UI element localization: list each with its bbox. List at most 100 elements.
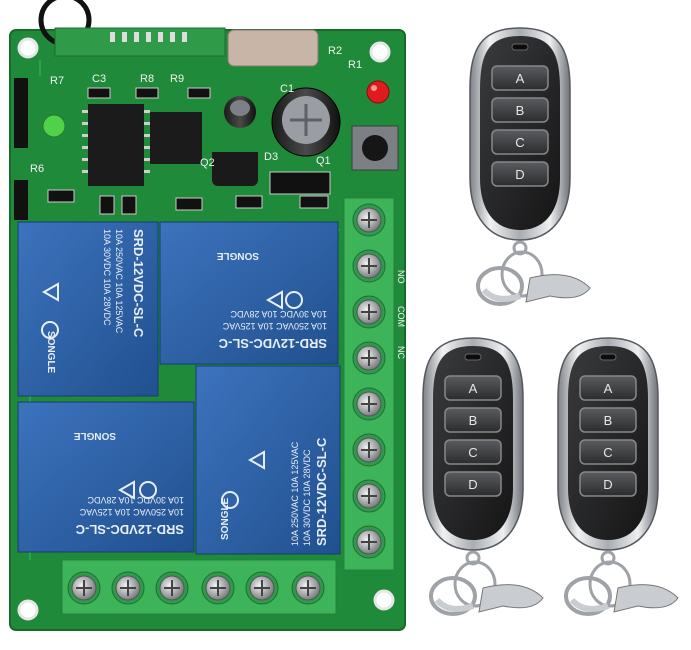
terminal-labels: NO COM NC	[396, 270, 406, 359]
terminal-label-nc: NC	[396, 346, 406, 359]
terminal-screw	[201, 571, 235, 605]
silk-q2: Q2	[200, 157, 215, 169]
terminal-screw	[291, 571, 325, 605]
remote-button-label: B	[604, 413, 613, 428]
remote-button-label: C	[468, 445, 477, 460]
remote-button-label: D	[603, 477, 612, 492]
keychain	[476, 250, 591, 306]
terminal-screw	[352, 525, 386, 559]
remote-button-a[interactable]: A	[491, 65, 549, 91]
remote-shell: A B C D	[557, 337, 679, 616]
terminal-screw	[352, 387, 386, 421]
mount-hole	[373, 589, 395, 611]
remote-button-c[interactable]: C	[444, 439, 502, 465]
remote-button-d[interactable]: D	[491, 161, 549, 187]
indicator-led	[511, 43, 529, 51]
relay-body	[17, 221, 159, 397]
remote-button-b[interactable]: B	[444, 407, 502, 433]
keychain	[429, 560, 544, 616]
relay-body	[159, 221, 339, 365]
relay-board: R7 C3 R8 R9 C1 R2 R1 R6 Q2 D3 Q1 SRD-12V…	[9, 0, 406, 631]
relay-rating: 10A 250VAC 10A 125VAC	[114, 229, 124, 334]
key-ring	[600, 550, 616, 566]
silk-r6: R6	[30, 163, 44, 175]
green-led	[42, 114, 66, 138]
silkscreen-labels: R7 C3 R8 R9 C1 R2 R1 R6 Q2 D3 Q1	[30, 45, 362, 175]
terminal-screw	[245, 571, 279, 605]
relay-model: SRD-12VDC-SL-C	[131, 229, 146, 338]
remote-button-label: A	[469, 381, 478, 396]
terminal-label-com: COM	[396, 306, 406, 327]
red-led	[366, 80, 390, 104]
red-led-highlight	[371, 85, 377, 91]
remote-button-c[interactable]: C	[491, 129, 549, 155]
rf-crystal	[227, 29, 319, 67]
silk-r9: R9	[170, 73, 184, 85]
remote-button-c[interactable]: C	[579, 439, 637, 465]
relay-4: SRD-12VDC-SL-C 10A 250VAC 10A 125VAC 10A…	[195, 365, 341, 555]
remote-button-label: D	[515, 167, 524, 182]
remote-button-b[interactable]: B	[579, 407, 637, 433]
relay-rating: 10A 30VDC 10A 28VDC	[230, 309, 327, 319]
relay-logos	[41, 282, 303, 509]
remote-2: A B CD	[422, 337, 544, 616]
remote-3: A B C D	[557, 337, 679, 616]
relay-body	[195, 365, 341, 555]
terminal-label-no: NO	[396, 270, 406, 284]
silk-c3: C3	[92, 73, 106, 85]
indicator-led	[599, 353, 617, 361]
small-capacitor-top	[230, 100, 250, 116]
relay-1: SRD-12VDC-SL-C 10A 250VAC 10A 125VAC 10A…	[17, 221, 159, 397]
remote-button-d[interactable]: D	[444, 471, 502, 497]
ic-pins	[82, 110, 150, 173]
terminal-screw	[67, 571, 101, 605]
relay-brand: SONGLE	[73, 430, 116, 441]
relay-model: SRD-12VDC-SL-C	[75, 522, 184, 537]
decoder-ic	[88, 104, 144, 186]
relay-rating: 10A 30VDC 10A 28VDC	[102, 229, 112, 326]
relay-brand: SONGLE	[220, 497, 231, 540]
relay-rating: 10A 30VDC 10A 28VDC	[302, 449, 312, 546]
remote-button-label: A	[604, 381, 613, 396]
key-ring	[512, 240, 528, 256]
terminal-screw	[352, 249, 386, 283]
rf-module	[54, 27, 226, 57]
relay-2: SRD-12VDC-SL-C 10A 250VAC 10A 125VAC 10A…	[159, 221, 339, 365]
pin-header	[14, 78, 28, 220]
remote-1: AB C D	[469, 27, 591, 306]
terminal-screw	[352, 433, 386, 467]
terminal-screw	[111, 571, 145, 605]
remote-shell: AB C D	[469, 27, 591, 306]
remote-button-label: C	[515, 135, 524, 150]
relay-brand: SONGLE	[45, 331, 56, 374]
relay-model: SRD-12VDC-SL-C	[218, 336, 327, 351]
terminal-screw	[352, 479, 386, 513]
rf-module-pins	[110, 32, 187, 42]
mount-hole	[17, 37, 39, 59]
remote-button-label: C	[603, 445, 612, 460]
relay-body	[17, 401, 195, 553]
remote-button-a[interactable]: A	[444, 375, 502, 401]
terminal-screw	[352, 341, 386, 375]
remote-button-b[interactable]: B	[491, 97, 549, 123]
relay-model: SRD-12VDC-SL-C	[314, 437, 329, 546]
silk-r7: R7	[50, 75, 64, 87]
terminal-block-right: NO COM NC	[343, 197, 406, 571]
remote-button-a[interactable]: A	[579, 375, 637, 401]
remote-button-label: B	[516, 103, 525, 118]
indicator-led	[464, 353, 482, 361]
key-ring	[465, 550, 481, 566]
terminal-housing	[61, 559, 337, 615]
silk-d3: D3	[264, 151, 278, 163]
smd-components	[47, 87, 331, 215]
remote-button-d[interactable]: D	[579, 471, 637, 497]
terminal-screw	[155, 571, 189, 605]
silk-r1: R1	[348, 59, 362, 71]
terminal-screw	[352, 295, 386, 329]
driver-ic	[150, 112, 202, 164]
relay-rating: 10A 30VDC 10A 28VDC	[87, 495, 184, 505]
relay-3: SRD-12VDC-SL-C 10A 250VAC 10A 125VAC 10A…	[17, 401, 195, 553]
remote-shell: A B CD	[422, 337, 544, 616]
remote-button-label: B	[469, 413, 478, 428]
